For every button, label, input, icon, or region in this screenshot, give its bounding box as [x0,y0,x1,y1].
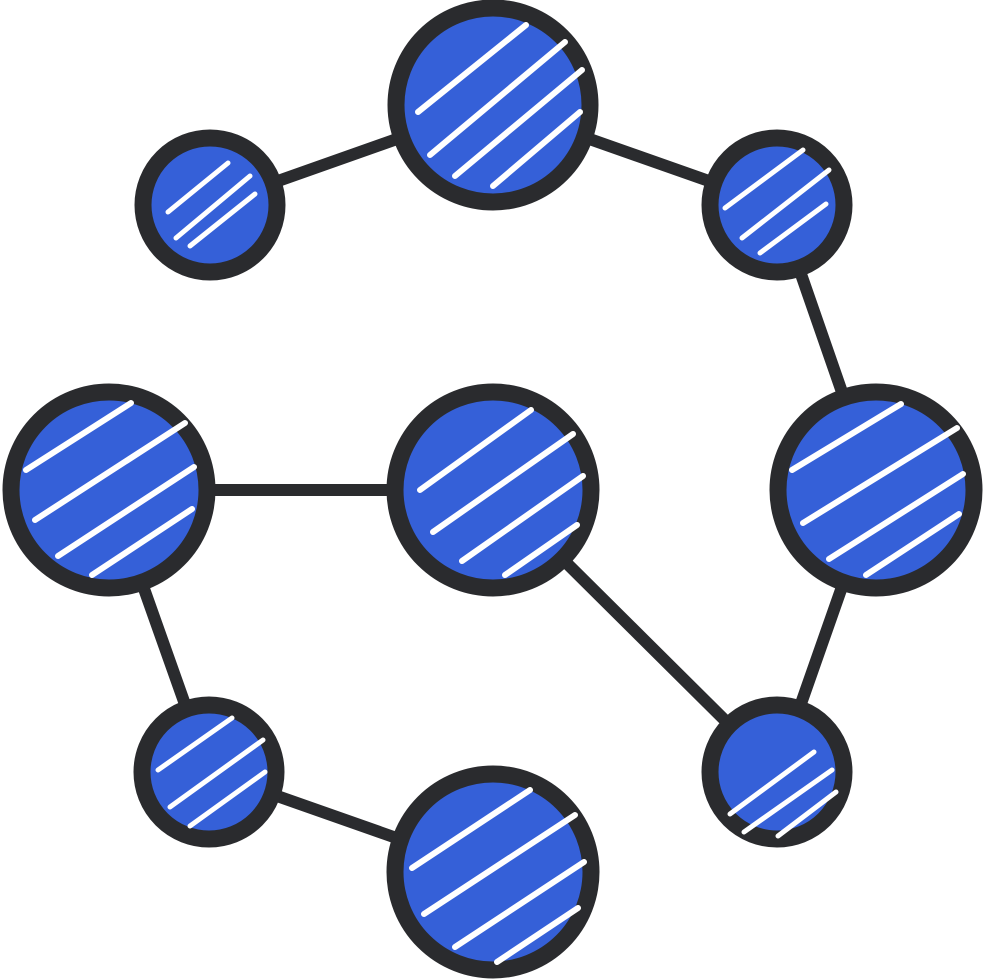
node-right [769,383,983,597]
node-bottom-right [701,696,853,848]
node-center [386,383,600,597]
node-top-right [701,129,853,281]
node-top-left [134,129,286,281]
node-top-center [387,0,599,211]
node-bottom-center [386,765,600,979]
node-left [2,383,216,597]
node-bottom-left [133,696,285,848]
